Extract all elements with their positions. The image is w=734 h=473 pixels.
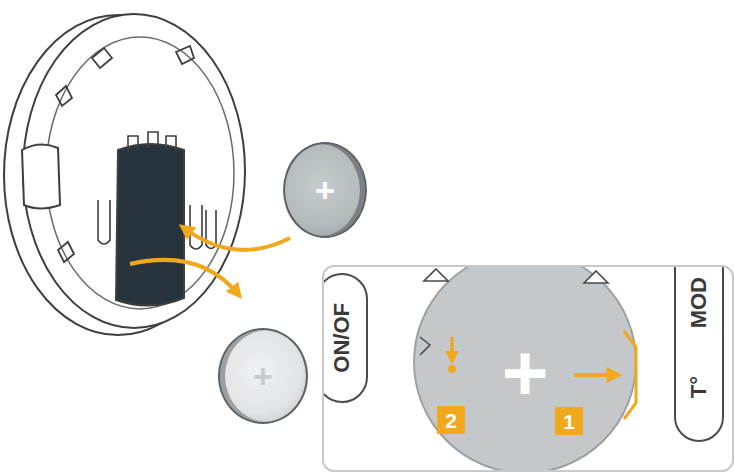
node-text: ON/OF: [331, 303, 353, 373]
node-text: +: [253, 357, 273, 396]
old-coin-cell: +: [218, 328, 308, 424]
node-text: MOD: [688, 277, 710, 328]
device-back: [23, 14, 245, 328]
battery-compartment: [116, 144, 184, 306]
power-button: ON/OF: [322, 273, 368, 403]
node-text: 2: [445, 410, 457, 431]
detail-inset: ON/OF + MOD T° 2 1: [322, 265, 734, 472]
node-text: 1: [563, 411, 575, 432]
tab: [176, 46, 194, 64]
tab: [92, 48, 112, 68]
node-text: +: [502, 327, 549, 419]
side-clip: [22, 144, 60, 208]
installed-coin-cell: +: [413, 265, 637, 472]
holder-tooth: [424, 269, 448, 281]
new-coin-cell: +: [283, 142, 367, 238]
node-text: +: [315, 171, 335, 210]
tab: [56, 86, 72, 106]
insert-arrow: [184, 228, 290, 250]
callout-box: 1: [555, 407, 583, 435]
contact-slots: [128, 132, 176, 152]
remove-arrow: [130, 260, 238, 294]
slot: [98, 200, 110, 244]
callout-box: 2: [437, 406, 465, 434]
tab: [58, 242, 74, 262]
mode-button: MOD T°: [674, 265, 724, 442]
node-text: T°: [688, 376, 710, 398]
